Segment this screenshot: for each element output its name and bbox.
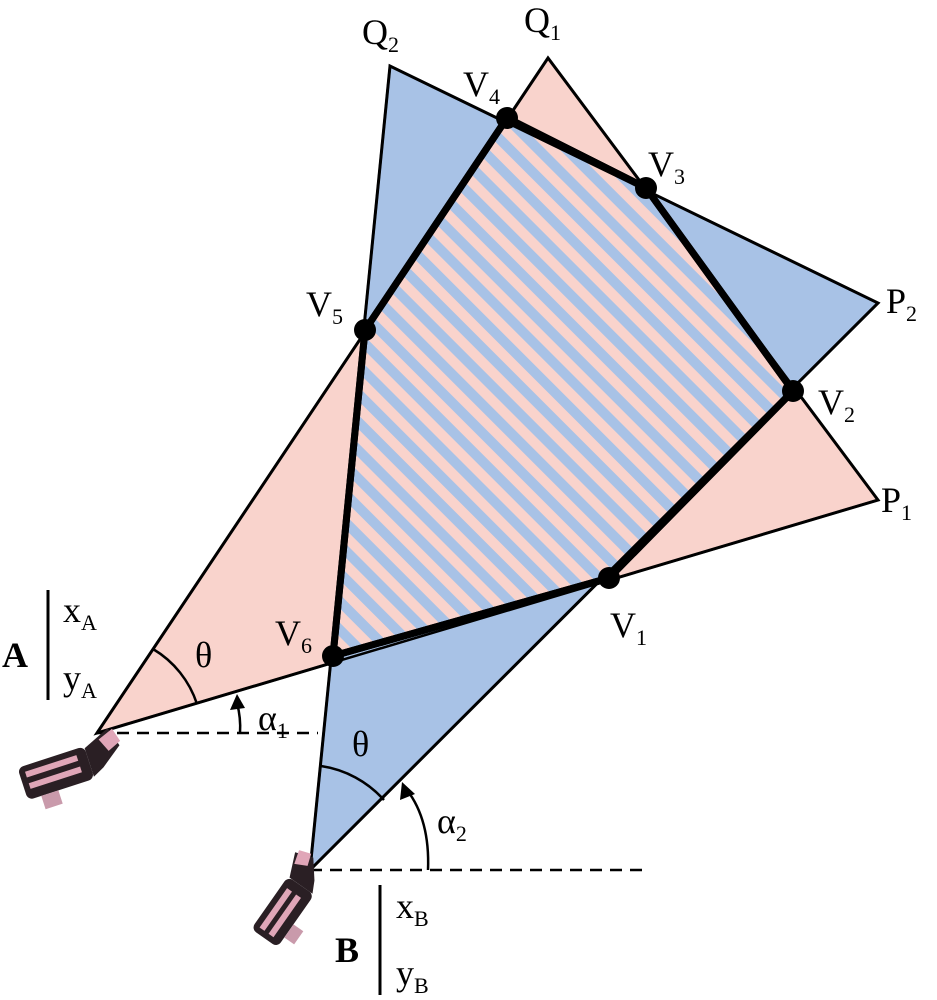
label-theta-b: θ [352,724,369,764]
label-v5: V5 [306,284,343,329]
label-q1: Q1 [524,0,561,45]
camera-a-y: yA [63,658,97,703]
camera-a-x: xA [63,590,97,635]
label-theta-a: θ [195,635,212,675]
alpha2-arc [406,789,430,871]
theta-arc-b [320,764,385,801]
label-v6: V6 [275,613,312,658]
vertex-v4 [496,107,518,129]
camera-b-icon [253,850,315,945]
vertex-v2 [782,380,804,402]
alpha2-arrowhead [400,782,415,800]
label-v4: V4 [463,64,500,109]
label-q2: Q2 [362,12,399,57]
label-v1: V1 [610,605,647,650]
alpha1-arrowhead [230,694,245,710]
vertex-v6 [322,645,344,667]
theta-arc-a [152,647,199,705]
label-alpha1: α1 [258,698,288,743]
camera-b-name: B [335,930,359,970]
camera-b-y: yB [396,953,429,998]
vertex-v3 [635,177,657,199]
camera-b-x: xB [396,886,429,931]
camera-a-name: A [2,635,28,675]
label-p2: P2 [886,281,917,326]
camera-a-icon [19,728,121,810]
vertex-v1 [598,567,620,589]
label-alpha2: α2 [437,801,467,846]
label-p1: P1 [881,480,912,525]
vertex-v5 [354,319,376,341]
label-v3: V3 [648,144,685,189]
label-v2: V2 [818,382,855,427]
